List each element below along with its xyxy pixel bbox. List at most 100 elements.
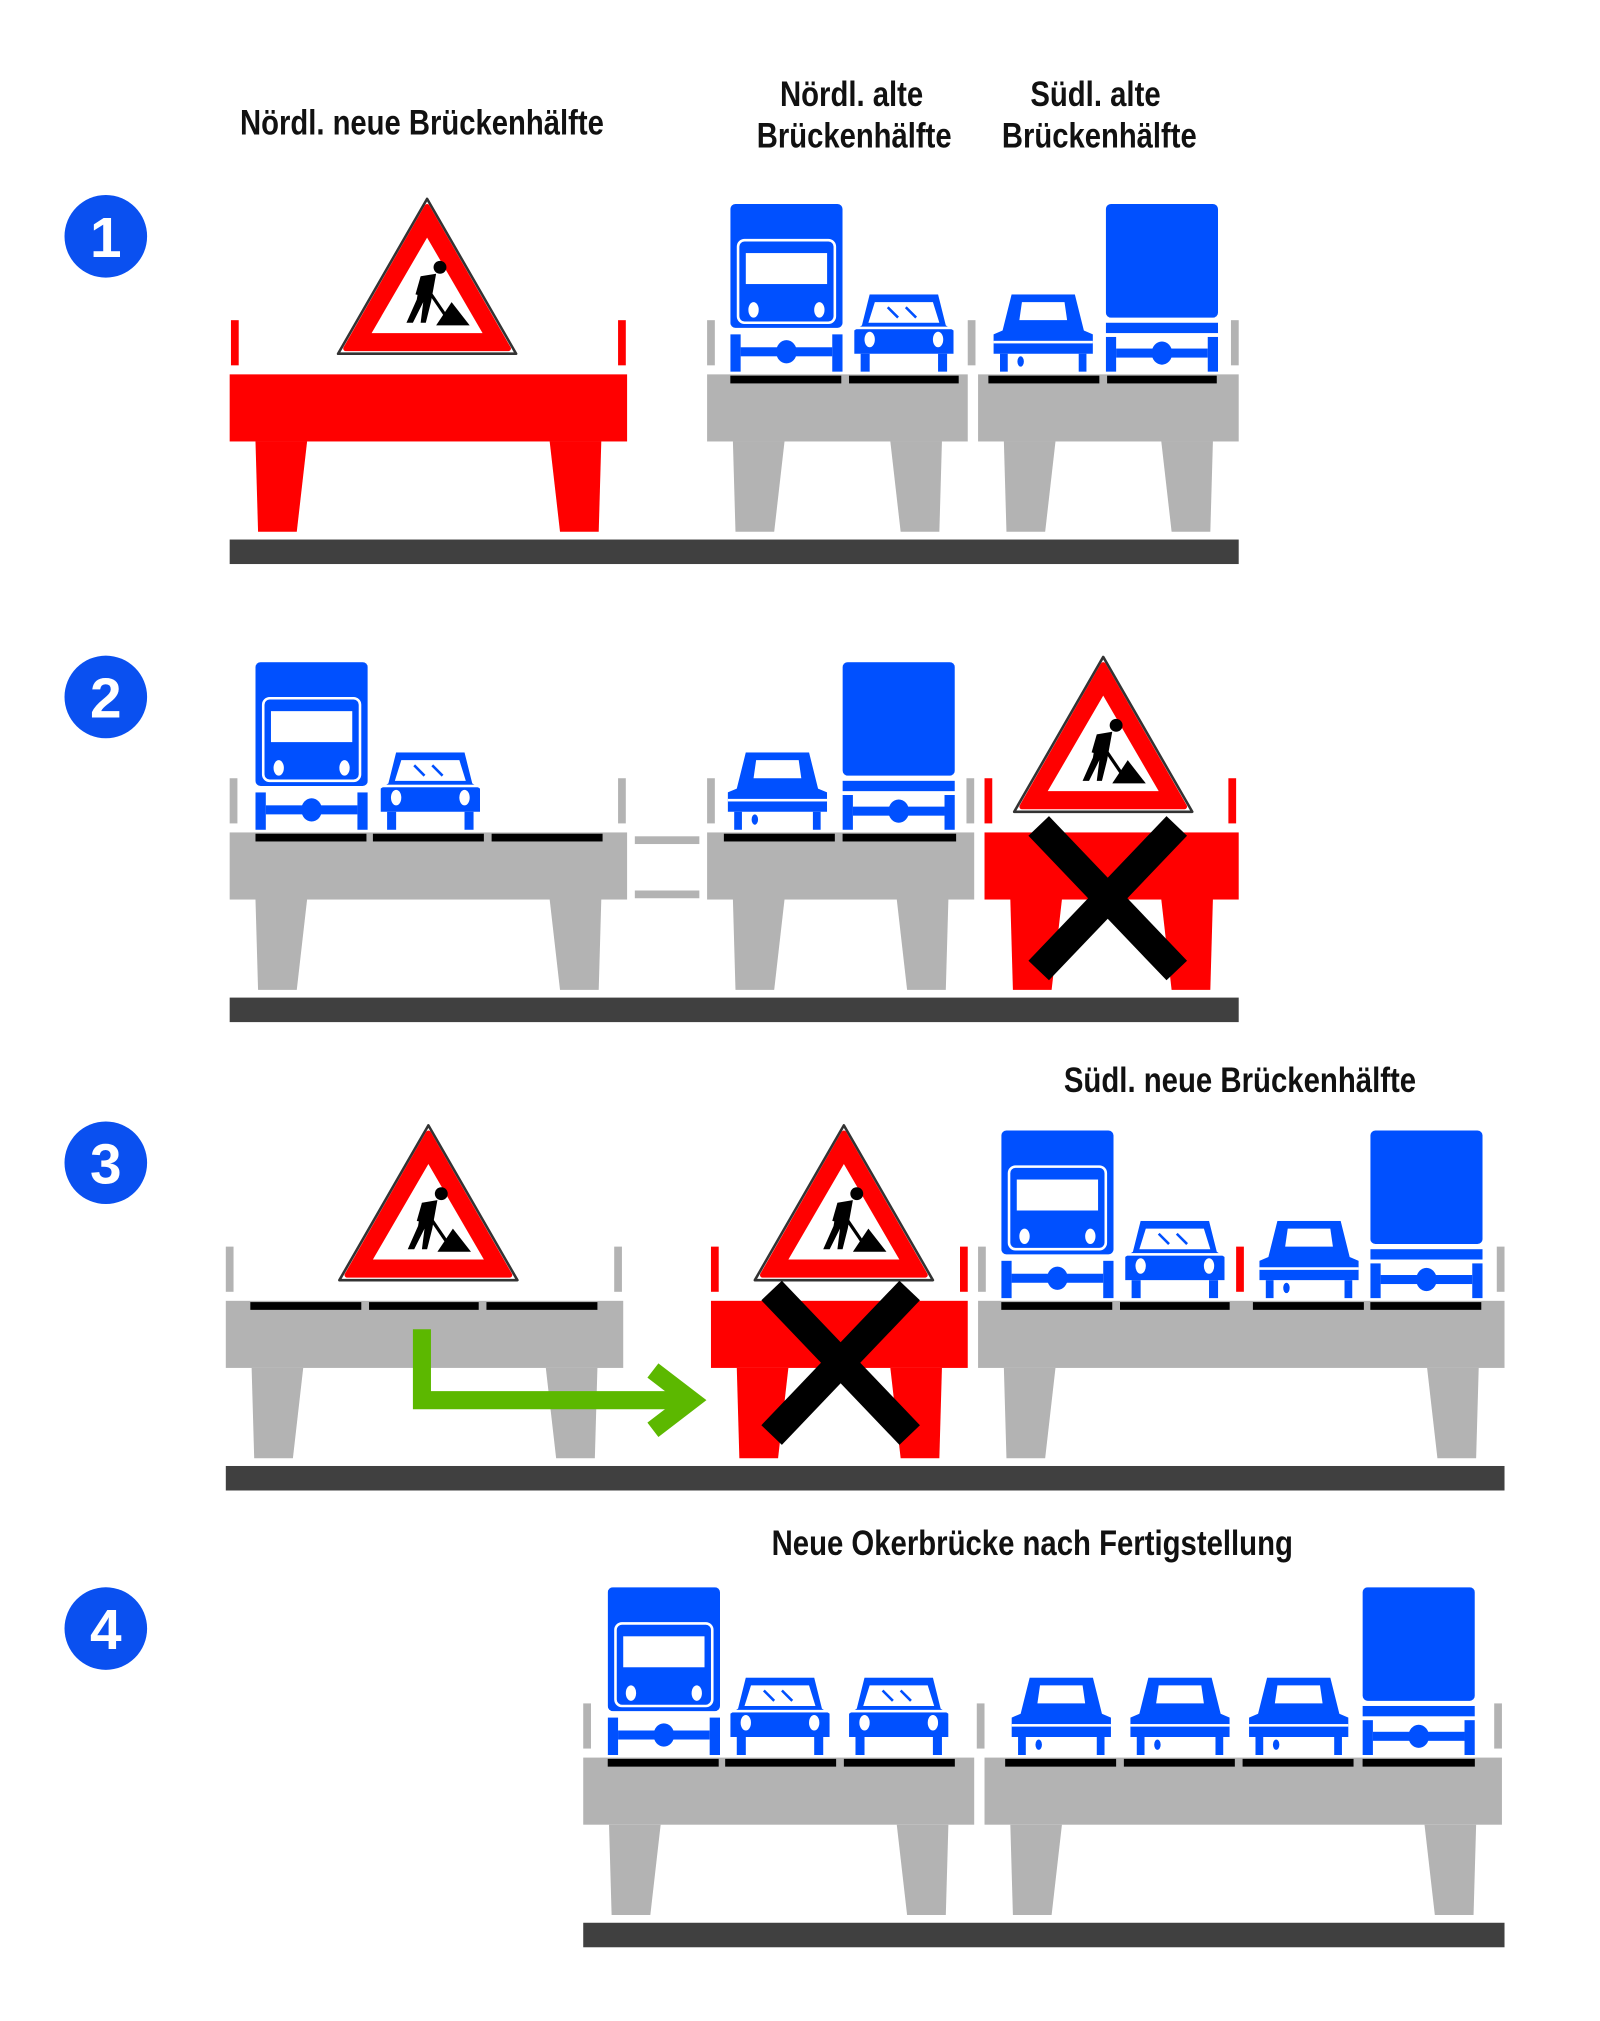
lane-marking <box>1370 1302 1482 1310</box>
railing-post <box>230 320 239 366</box>
north-old-bridge-deck <box>707 832 975 900</box>
truck-front-icon <box>255 662 368 830</box>
railing-post <box>966 778 975 824</box>
step-badge-4: 4 <box>64 1587 148 1670</box>
car-front-icon <box>849 1677 949 1756</box>
shift-arrow-icon <box>412 1329 682 1410</box>
car-rear-icon <box>727 752 828 830</box>
railing-post <box>1236 1246 1244 1292</box>
roadworks-sign-icon <box>339 1125 517 1280</box>
railing-post <box>707 320 715 366</box>
lane-marking <box>1252 1302 1364 1310</box>
north-new-bridge-pillar <box>549 899 602 990</box>
bridge-joint <box>634 836 700 845</box>
step-badge-1: 1 <box>64 195 148 278</box>
arrow-head-icon <box>647 1363 707 1438</box>
north-new-bridge-pillar <box>549 441 602 532</box>
railing-post <box>614 1246 622 1292</box>
car-rear-icon <box>1011 1677 1111 1756</box>
railing-post <box>1496 1246 1505 1292</box>
label-north-new-half: Nördl. neue Brückenhälfte <box>240 103 604 142</box>
ground <box>229 539 1239 565</box>
car-front-icon <box>730 1677 830 1756</box>
final-bridge-north-pillar <box>896 1824 949 1916</box>
roadworks-sign-icon <box>1014 657 1192 812</box>
car-rear-icon <box>1249 1677 1349 1756</box>
railing-post <box>1230 320 1239 366</box>
lane-marking <box>1242 1758 1354 1767</box>
step-badge-2: 2 <box>64 655 148 739</box>
lane-marking <box>372 833 484 842</box>
car-front-icon <box>380 752 480 830</box>
railing-post <box>976 1703 985 1749</box>
lane-marking <box>730 375 842 384</box>
step-badge-3: 3 <box>64 1121 148 1205</box>
railing-post <box>710 1246 719 1292</box>
railing-post <box>618 320 626 366</box>
ground <box>583 1922 1505 1948</box>
lane-marking <box>1123 1758 1235 1767</box>
ground <box>225 1465 1505 1491</box>
north-old-bridge-pillar <box>732 899 785 990</box>
lane-marking <box>1120 1302 1230 1310</box>
label-final-bridge: Neue Okerbrücke nach Fertigstellung <box>772 1524 1293 1563</box>
lane-marking <box>1362 1758 1475 1767</box>
label-south-old-line1: Südl. alte <box>1030 75 1160 114</box>
car-rear-icon <box>993 294 1093 372</box>
lane-marking <box>369 1302 479 1310</box>
north-new-bridge-deck <box>229 374 628 442</box>
railing-post <box>229 778 238 824</box>
bridge-joint <box>634 890 700 899</box>
lane-marking <box>1107 375 1217 384</box>
roadworks-sign-icon <box>755 1125 933 1280</box>
final-bridge-north-deck <box>583 1757 975 1825</box>
railing-post <box>1228 778 1237 824</box>
lane-marking <box>842 833 957 842</box>
step-number: 1 <box>90 207 122 270</box>
final-bridge-south-pillar <box>1010 1824 1062 1916</box>
final-bridge-south-pillar <box>1424 1824 1477 1916</box>
truck-front-icon <box>1001 1130 1114 1299</box>
truck-rear-icon <box>1105 204 1219 372</box>
lane-marking <box>988 375 1100 384</box>
label-south-old-line2: Brückenhälfte <box>1002 116 1197 155</box>
lane-marking <box>843 1758 955 1767</box>
south-old-bridge-deck <box>978 374 1239 442</box>
lane-marking <box>849 375 959 384</box>
lane-marking <box>255 833 367 842</box>
railing-post <box>707 778 715 824</box>
lane-marking <box>1005 1758 1117 1767</box>
lane-marking <box>723 833 835 842</box>
label-north-old-line1: Nördl. alte <box>780 75 923 114</box>
railing-post <box>967 320 976 366</box>
south-old-bridge-pillar <box>1161 441 1213 532</box>
railing-post <box>978 1246 986 1292</box>
north-new-bridge-pillar <box>251 1367 304 1459</box>
truck-rear-icon <box>1362 1587 1475 1756</box>
label-north-old-line2: Brückenhälfte <box>757 116 952 155</box>
car-front-icon <box>1125 1220 1225 1299</box>
truck-front-icon <box>730 204 843 372</box>
north-old-bridge-pillar <box>896 899 949 990</box>
lane-marking <box>607 1758 719 1767</box>
car-rear-icon <box>1130 1677 1230 1756</box>
north-new-bridge-pillar <box>255 441 308 532</box>
truck-front-icon <box>607 1587 720 1756</box>
lane-marking <box>1001 1302 1113 1310</box>
step-number: 2 <box>90 668 122 731</box>
car-rear-icon <box>1259 1220 1359 1299</box>
truck-rear-icon <box>1370 1130 1483 1299</box>
south-old-bridge-pillar <box>1003 441 1056 532</box>
roadworks-sign-icon <box>338 199 516 354</box>
south-new-bridge-pillar <box>1003 1367 1056 1459</box>
railing-post <box>1494 1703 1502 1749</box>
ground <box>229 997 1239 1023</box>
north-new-bridge-deck <box>229 832 628 900</box>
railing-post <box>984 778 993 824</box>
north-new-bridge-pillar <box>545 1367 598 1459</box>
railing-post <box>225 1246 234 1292</box>
step-number: 4 <box>90 1599 122 1662</box>
north-old-bridge-pillar <box>732 441 785 532</box>
lane-marking <box>250 1302 362 1310</box>
